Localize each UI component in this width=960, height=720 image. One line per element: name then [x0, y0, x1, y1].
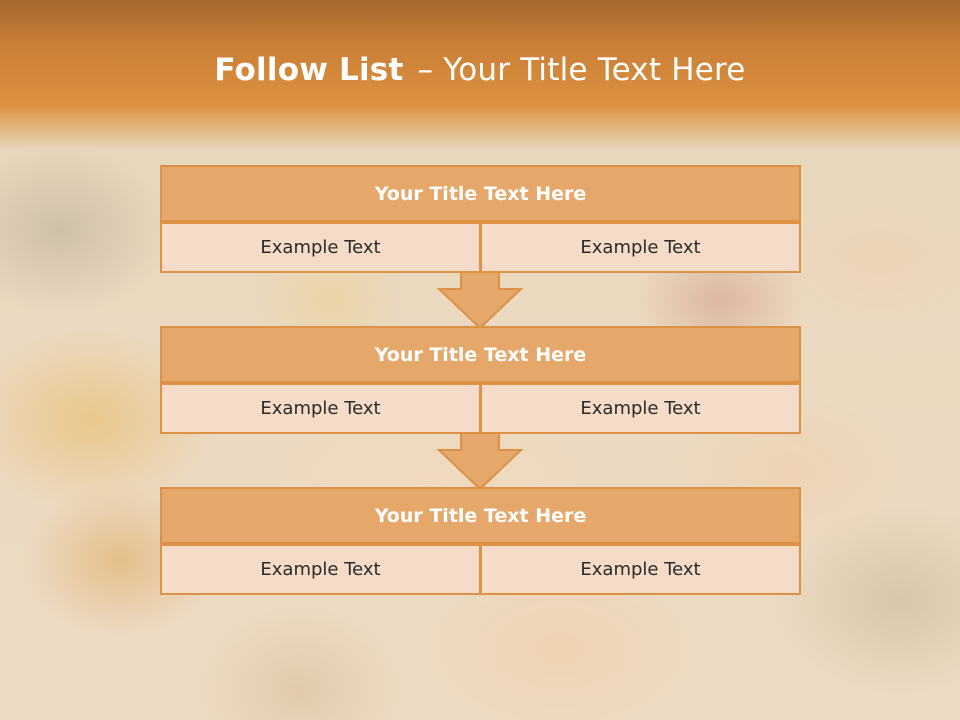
list-block-1: Your Title Text Here Example Text Exampl… — [160, 165, 801, 273]
block-title: Your Title Text Here — [160, 326, 801, 383]
block-cell-left: Example Text — [160, 544, 481, 595]
block-title: Your Title Text Here — [160, 165, 801, 222]
block-cell-left: Example Text — [160, 383, 481, 434]
title-bold: Follow List — [214, 52, 404, 88]
block-title: Your Title Text Here — [160, 487, 801, 544]
down-arrow-icon — [437, 432, 523, 490]
list-block-3: Your Title Text Here Example Text Exampl… — [160, 487, 801, 595]
block-cell-right: Example Text — [480, 544, 801, 595]
block-cell-right: Example Text — [480, 383, 801, 434]
list-block-2: Your Title Text Here Example Text Exampl… — [160, 326, 801, 434]
down-arrow-icon — [437, 271, 523, 329]
block-cell-left: Example Text — [160, 222, 481, 273]
page-title: Follow List–Your Title Text Here — [0, 52, 960, 88]
title-rest: Your Title Text Here — [443, 52, 746, 88]
header-band — [0, 0, 960, 150]
block-cell-right: Example Text — [480, 222, 801, 273]
title-separator: – — [417, 52, 434, 88]
